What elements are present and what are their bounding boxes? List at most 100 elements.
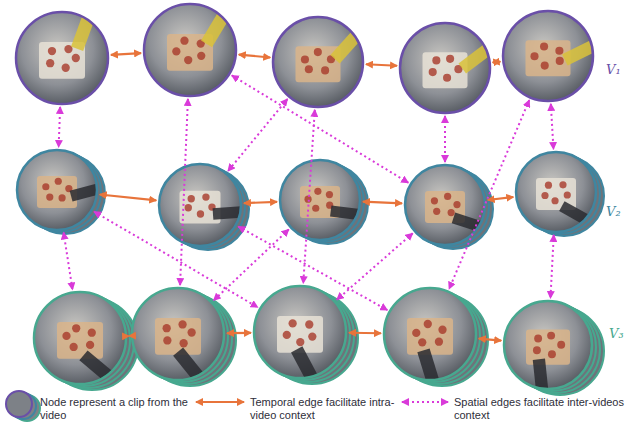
topping <box>435 338 443 346</box>
topping <box>88 329 96 337</box>
video-label: V₁ <box>606 62 621 77</box>
arm <box>79 350 115 384</box>
clip-border <box>144 4 236 96</box>
arm <box>291 346 320 385</box>
topping <box>429 68 437 76</box>
topping <box>179 339 187 347</box>
spatial-edge <box>303 110 315 283</box>
topping <box>424 320 432 328</box>
spatial-edge <box>337 233 413 299</box>
topping <box>301 55 309 63</box>
topping <box>304 196 311 203</box>
topping <box>72 54 80 62</box>
clip-border <box>17 150 97 230</box>
spatial-edge <box>214 230 289 301</box>
temporal-edge <box>366 64 397 65</box>
spatial-edges <box>59 75 554 310</box>
video-clip <box>254 286 358 385</box>
topping <box>283 331 291 339</box>
clip-border <box>16 12 108 104</box>
food-tray <box>57 322 103 359</box>
topping <box>432 56 440 64</box>
topping <box>545 182 552 189</box>
temporal-edge <box>488 197 514 200</box>
clip-frame <box>273 17 363 107</box>
topping <box>184 56 192 64</box>
video-clip <box>503 11 600 101</box>
spatial-edge <box>64 232 73 289</box>
topping <box>541 192 548 199</box>
clip-border <box>400 23 490 113</box>
spatial-edge <box>59 107 61 147</box>
topping <box>433 208 440 215</box>
clip-frame <box>405 165 485 245</box>
topping <box>163 324 171 332</box>
clip-frame <box>516 152 596 232</box>
topping <box>289 319 297 327</box>
spatial-edge <box>232 75 408 182</box>
clip-border <box>273 17 363 107</box>
clip-frame <box>159 164 241 246</box>
video-label: V₂ <box>606 204 621 219</box>
clip-frame <box>132 288 224 380</box>
topping <box>443 74 451 82</box>
video-clip <box>273 17 364 107</box>
legend-samples <box>6 391 448 421</box>
topping <box>197 52 205 60</box>
topping <box>534 335 542 343</box>
topping <box>308 332 316 340</box>
arm <box>559 201 592 226</box>
temporal-edge-sample <box>196 401 244 403</box>
topping <box>42 183 49 190</box>
topping <box>86 341 94 349</box>
topping <box>188 195 195 202</box>
spatial-edge <box>238 227 387 311</box>
spatial-edge <box>94 212 258 308</box>
clip-frame <box>16 12 108 104</box>
arm <box>562 38 600 65</box>
clip-frame <box>400 23 490 113</box>
clip-border <box>159 164 241 246</box>
clip-border <box>34 292 126 384</box>
topping <box>448 209 455 216</box>
temporal-edge <box>227 332 251 335</box>
clip-frame <box>144 4 236 96</box>
clip-frame <box>504 301 592 389</box>
topping <box>55 178 62 185</box>
spatial-edge <box>228 99 287 171</box>
topping <box>188 328 196 336</box>
spatial-edge <box>449 100 529 289</box>
topping <box>314 188 321 195</box>
topping <box>305 65 313 73</box>
topping <box>296 338 304 346</box>
temporal-edges <box>100 53 514 341</box>
temporal-edge <box>363 202 402 204</box>
topping <box>547 332 555 340</box>
topping <box>321 66 329 74</box>
video-clip <box>16 12 108 104</box>
topping <box>564 191 571 198</box>
food-tray <box>526 330 570 365</box>
arm <box>201 9 231 47</box>
topping <box>453 201 460 208</box>
food-tray <box>526 40 571 76</box>
video-label: V₃ <box>609 326 624 341</box>
topping <box>180 37 188 45</box>
topping <box>418 338 426 346</box>
temporal-edge <box>111 53 141 55</box>
spatial-edge-sample <box>402 401 448 403</box>
spatial-edge <box>551 104 554 149</box>
video-clip <box>400 23 495 113</box>
clip-border <box>384 288 476 380</box>
topping <box>551 197 558 204</box>
topping <box>58 194 65 201</box>
topping <box>556 57 564 65</box>
temporal-edge <box>244 202 277 203</box>
spatial-edge <box>550 235 553 298</box>
clip-frame <box>34 292 126 384</box>
legend-text: Node represent a clip from the video <box>40 396 190 422</box>
topping <box>312 205 319 212</box>
topping <box>412 329 420 337</box>
